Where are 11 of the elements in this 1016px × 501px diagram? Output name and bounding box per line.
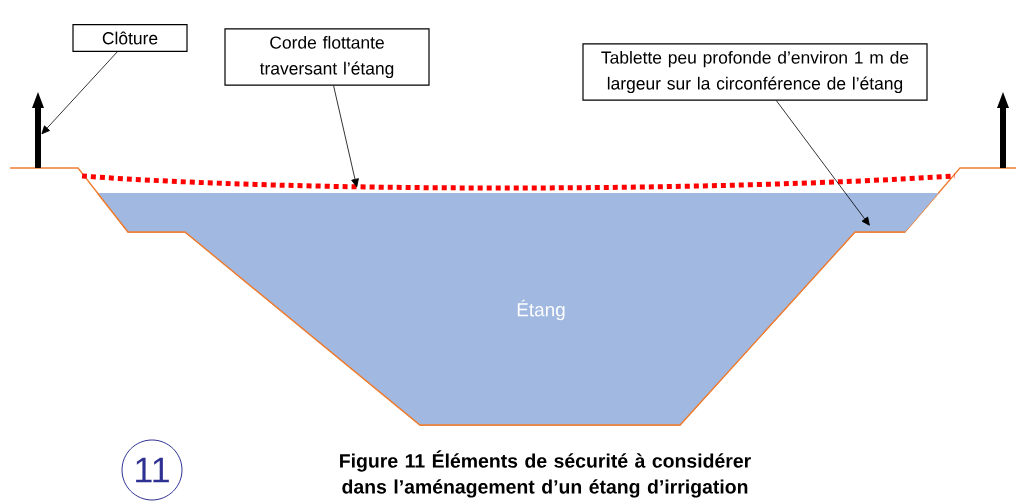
leader-line	[775, 100, 870, 226]
callout-box: Tablette peu profonde d’environ 1 m de largeur sur la circonférence de l’étang	[582, 43, 928, 101]
pond: Étang	[96, 192, 939, 426]
callout-box: Corde flottante traversant l’étang	[224, 28, 430, 86]
leader-line	[41, 51, 118, 135]
fence-post	[997, 92, 1009, 168]
leader-line	[333, 85, 359, 188]
fence-post	[32, 92, 44, 168]
floating-rope	[81, 173, 956, 191]
callout-box: Clôture	[72, 23, 188, 53]
figure-caption: Figure 11 Éléments de sécurité à considérer dans l’aménagement d’un étang d’irrigation	[340, 450, 751, 498]
